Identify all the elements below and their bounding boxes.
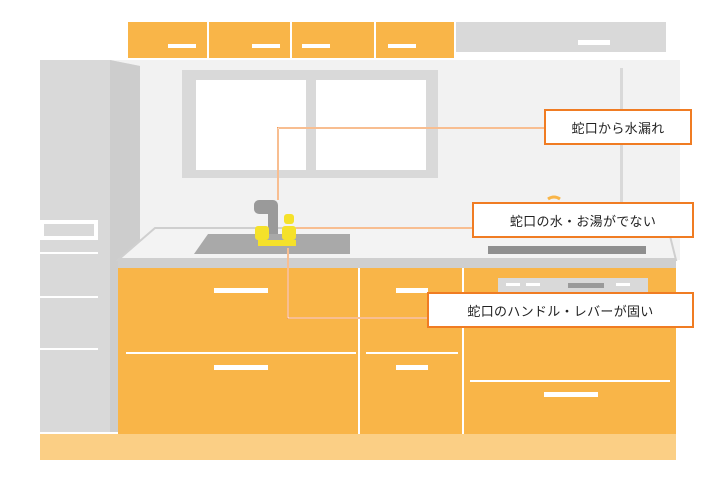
leader-lines-inner [277, 127, 544, 319]
callout-faucet-leak-text: 蛇口から水漏れ [571, 121, 665, 137]
cooktop [488, 195, 646, 254]
range-hood [456, 22, 666, 260]
window [182, 70, 438, 178]
floor [40, 434, 676, 460]
callout-faucet-leak: 蛇口から水漏れ [544, 109, 692, 145]
faucet [254, 200, 296, 246]
refrigerator [38, 60, 140, 432]
callout-no-water: 蛇口の水・お湯がでない [472, 202, 694, 238]
callout-no-water-text: 蛇口の水・お湯がでない [509, 214, 657, 230]
callout-stiff-handle-text: 蛇口のハンドル・レバーが固い [467, 304, 654, 320]
lower-cabinets [118, 268, 676, 434]
upper-cabinets [128, 22, 454, 58]
callout-stiff-handle: 蛇口のハンドル・レバーが固い [427, 292, 694, 328]
